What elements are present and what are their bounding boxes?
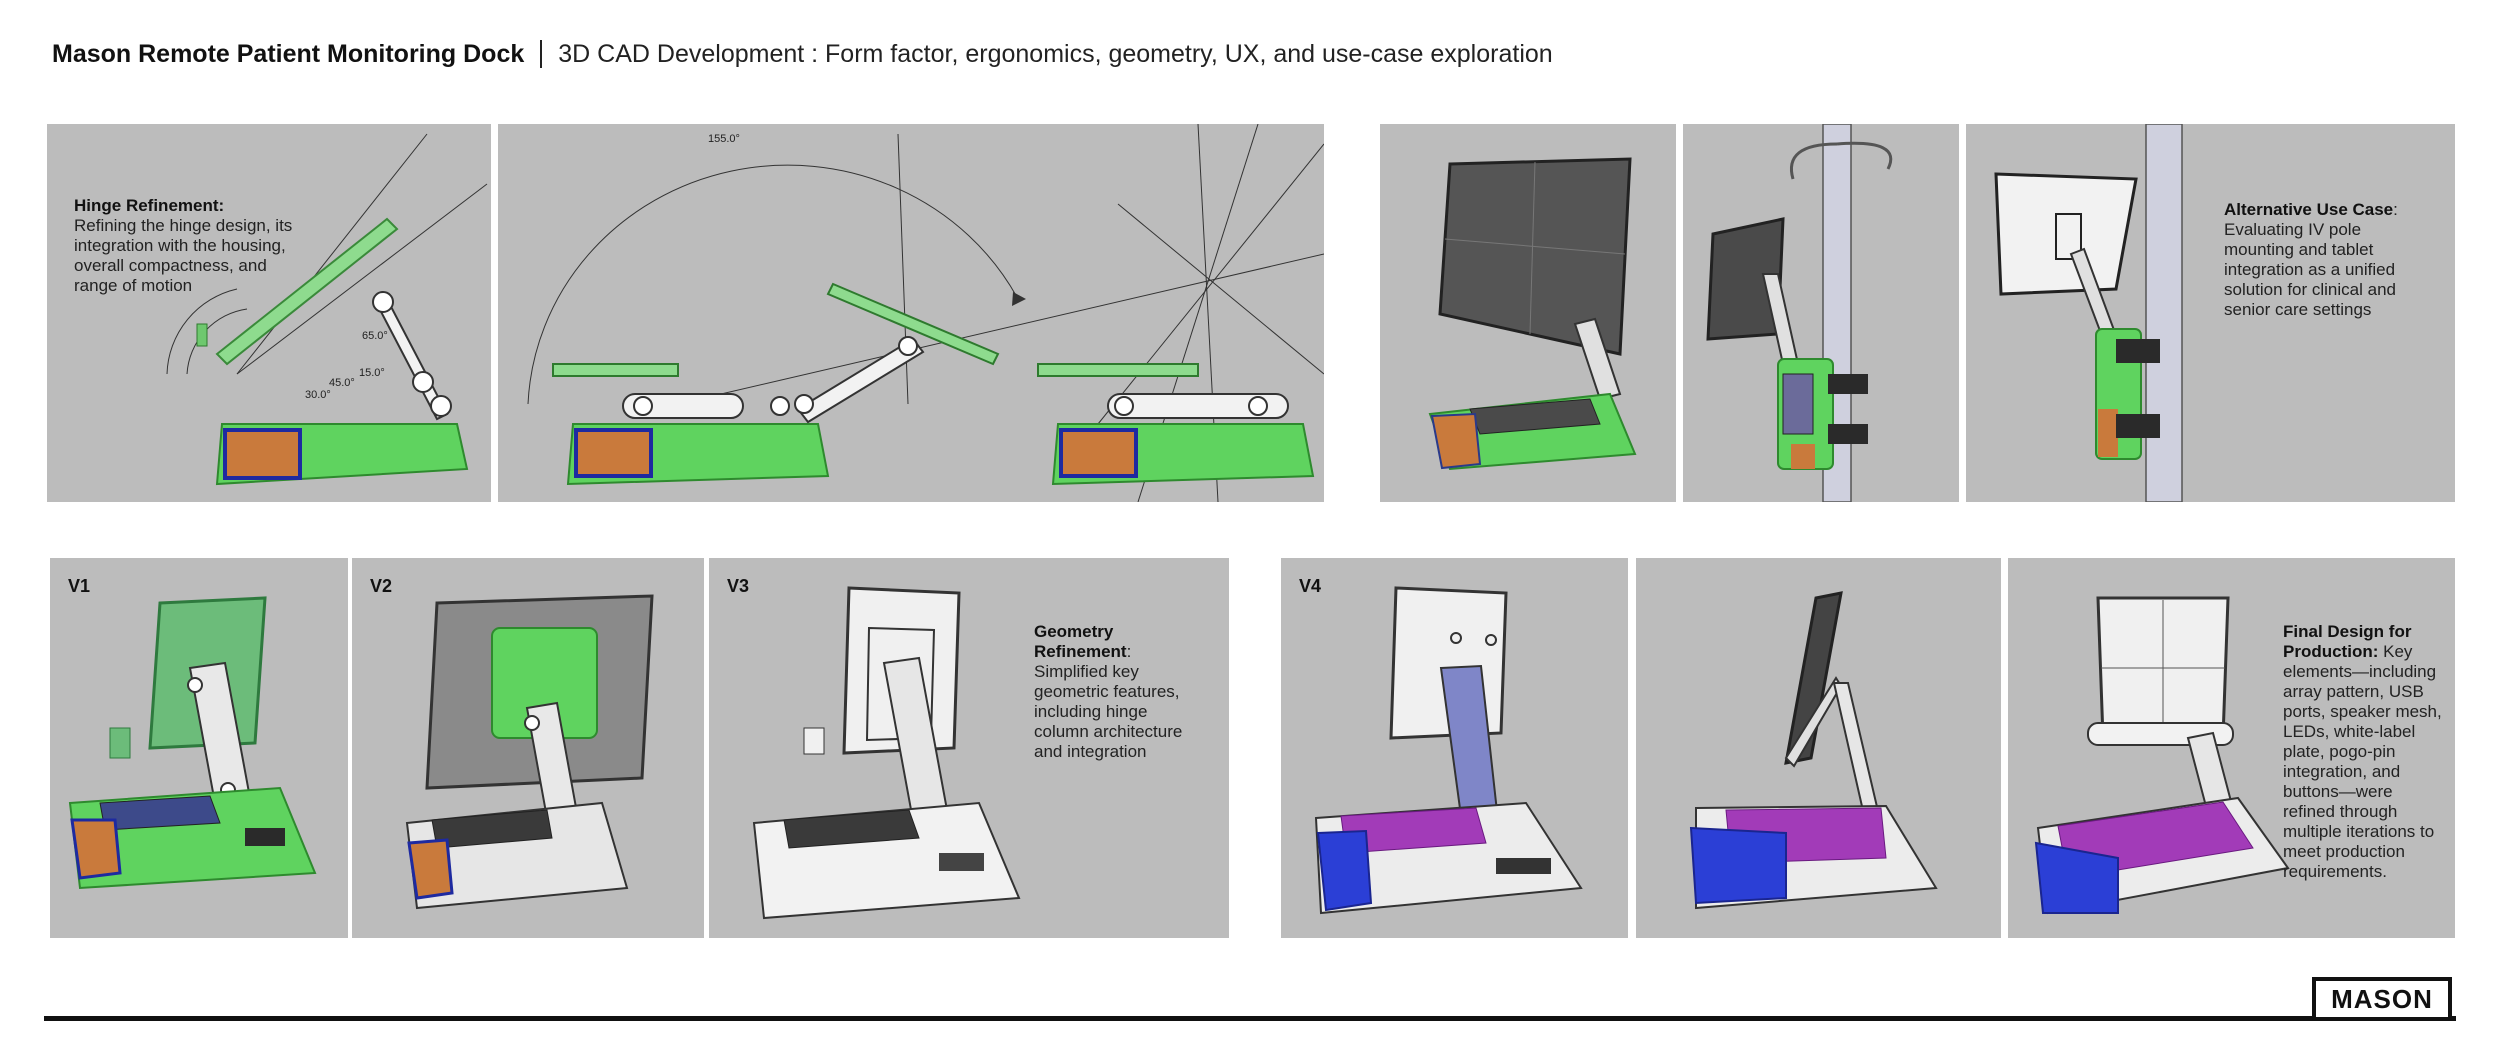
hinge-side-view-illustration: 65.0° 15.0° 45.0° 30.0°	[166, 133, 488, 486]
geometry-body: Simplified key geometric features, inclu…	[1034, 662, 1183, 761]
geometry-note: Geometry Refinement: Simplified key geom…	[1034, 622, 1183, 761]
version-label: V3	[727, 576, 750, 596]
hinge-motion-sequence-illustration: 155.0°	[527, 124, 1324, 502]
version-v2-panel: V2	[352, 558, 704, 938]
hinge-note-body: Refining the hinge design, its integrati…	[74, 216, 293, 295]
final-front-render-illustration	[2034, 596, 2290, 915]
version-label: V4	[1299, 576, 1322, 596]
iv-pole-side-panel	[1683, 124, 1959, 502]
v2-render-illustration	[405, 594, 654, 910]
final-design-panel: Final Design for Production: Key element…	[2008, 558, 2455, 938]
hinge-note-heading: Hinge Refinement:	[74, 196, 225, 215]
final-side-panel	[1636, 558, 2001, 938]
final-side-render-illustration	[1689, 591, 1938, 910]
footer-rule	[44, 1016, 2456, 1021]
version-v4-panel: V4	[1281, 558, 1628, 938]
version-v1-panel: V1	[50, 558, 348, 938]
motion-angle-label: 155.0°	[708, 133, 740, 145]
v3-render-illustration	[752, 586, 1021, 920]
alt-use-heading: Alternative Use Case	[2224, 200, 2394, 219]
mason-logo: MASON	[2312, 977, 2452, 1021]
geometry-heading: Geometry Refinement	[1034, 622, 1127, 661]
alt-use-body: Evaluating IV pole mounting and tablet i…	[2224, 220, 2396, 319]
final-design-body: Key elements—including array pattern, US…	[2283, 642, 2442, 881]
angle-label: 15.0°	[359, 367, 385, 379]
iv-pole-back-view-illustration	[1994, 124, 2183, 502]
version-v3-panel: V3 Geometry Refinement: Simplified key g…	[709, 558, 1229, 938]
page-title: Mason Remote Patient Monitoring Dock	[52, 39, 525, 68]
alternative-use-panel: Alternative Use Case: Evaluating IV pole…	[1966, 124, 2455, 502]
hinge-note: Hinge Refinement: Refining the hinge des…	[74, 196, 304, 296]
tablet-on-dock-illustration	[1428, 157, 1637, 471]
version-label: V2	[370, 576, 393, 596]
final-design-note: Final Design for Production: Key element…	[2283, 622, 2443, 882]
angle-label: 45.0°	[329, 377, 355, 389]
hinge-refinement-panel: 65.0° 15.0° 45.0° 30.0° Hinge Refinement…	[47, 124, 491, 502]
angle-label: 65.0°	[362, 330, 388, 342]
alt-use-note: Alternative Use Case: Evaluating IV pole…	[2224, 200, 2398, 319]
motion-study-panel: 155.0°	[498, 124, 1324, 502]
version-label: V1	[68, 576, 91, 596]
page-header: Mason Remote Patient Monitoring Dock 3D …	[52, 34, 1553, 74]
v4-render-illustration	[1314, 586, 1583, 915]
iv-pole-mount-illustration	[1706, 124, 1893, 502]
tablet-dock-panel	[1380, 124, 1676, 502]
page-subtitle: 3D CAD Development : Form factor, ergono…	[558, 39, 1553, 68]
angle-label: 30.0°	[305, 389, 331, 401]
title-separator	[540, 40, 543, 68]
final-design-heading: Final Design for Production:	[2283, 622, 2412, 661]
v1-render-illustration	[68, 596, 317, 890]
